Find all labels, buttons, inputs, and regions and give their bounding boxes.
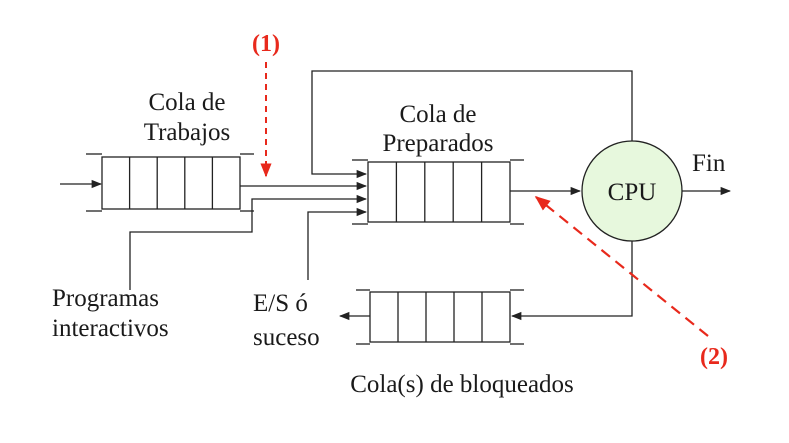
io-label-line1: E/S ó [253,290,308,317]
marker-2: (2) [534,196,728,370]
marker-2-arrow [534,196,709,337]
blocked-queue-box [369,291,511,343]
flow-connectors [60,70,732,321]
blocked-queue-label: Cola(s) de bloqueados [350,371,574,398]
interactive-label-line2: interactivos [52,315,169,342]
marker-1: (1) [252,31,280,178]
job-queue-box [101,156,241,210]
cpu-node: CPU [581,140,683,242]
end-label: Fin [692,150,726,177]
job-queue-label-line2: Trabajos [144,119,231,146]
cpu-to-blocked-arrow [510,241,633,321]
ready-queue-label-line2: Preparados [382,130,493,157]
ready-queue: Cola de Preparados [352,101,524,225]
cpu-requeue-loop [311,70,633,179]
ready-queue-box [367,161,511,223]
ready-queue-label-line1: Cola de [399,101,476,128]
marker-1-label: (1) [252,31,280,57]
blocked-queue: Cola(s) de bloqueados [350,289,574,398]
io-event-arrow [307,207,368,280]
cpu-label: CPU [608,179,657,206]
interactive-label-line1: Programas [52,285,159,312]
job-queue-label-line1: Cola de [148,89,225,116]
interactive-arrow [129,194,368,290]
job-queue: Cola de Trabajos [86,89,254,212]
io-label-line2: suceso [253,324,320,351]
marker-2-label: (2) [700,344,728,370]
